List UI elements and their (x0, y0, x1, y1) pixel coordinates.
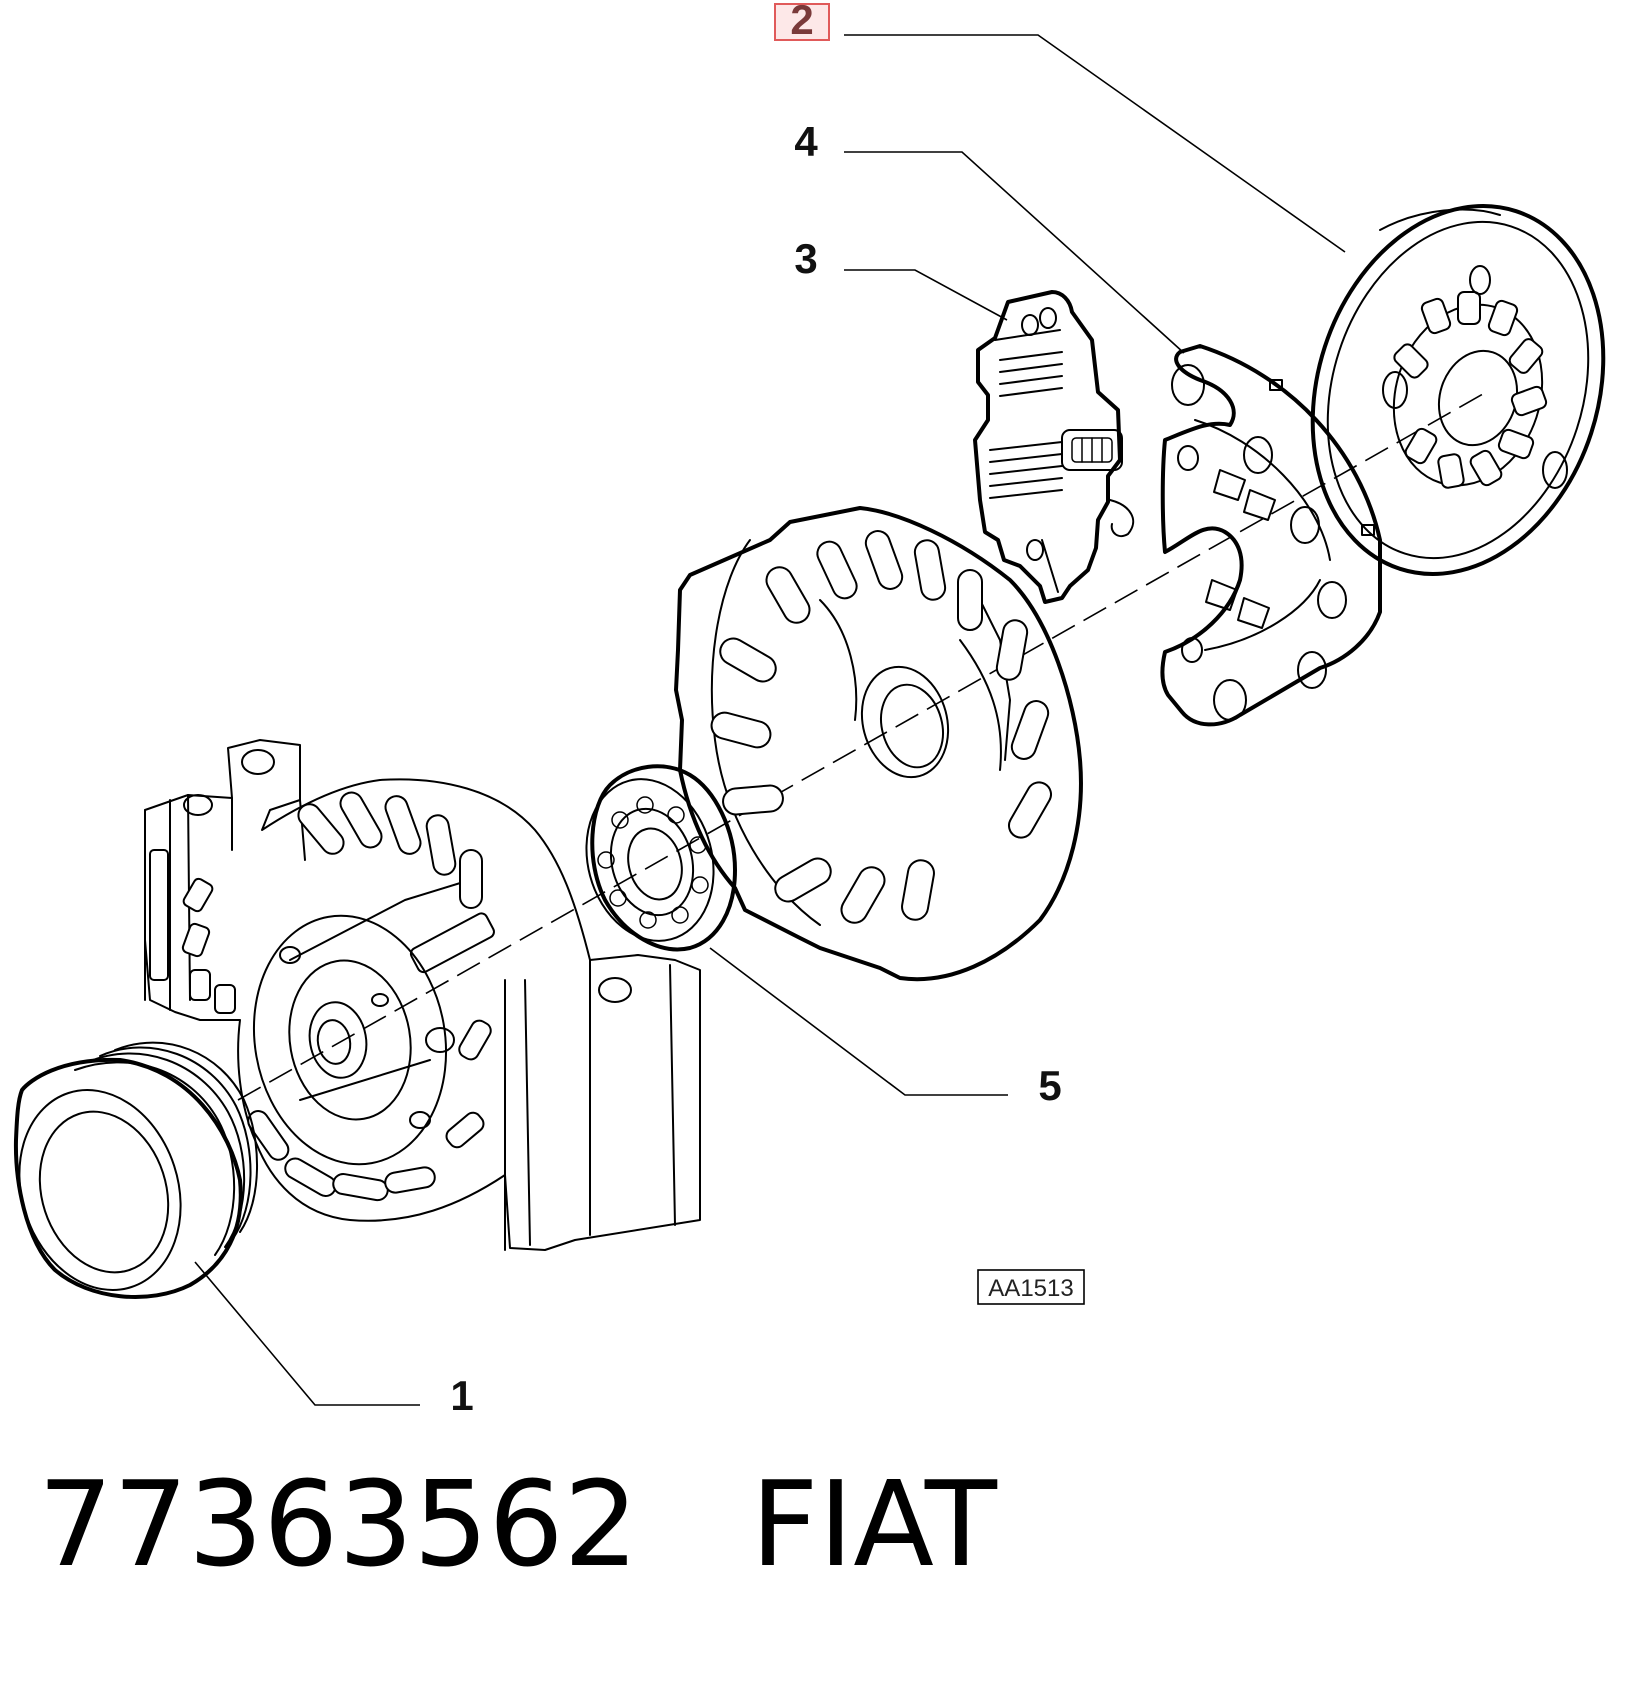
callout-2-highlight (774, 3, 830, 41)
part-2-rear-cover (1310, 204, 1606, 576)
callout-5[interactable]: 5 (1038, 1062, 1061, 1109)
part-1-pulley (13, 1041, 258, 1299)
part-4-rectifier (1160, 344, 1382, 727)
diagram-code-box: AA1513 (977, 1269, 1085, 1305)
callout-3[interactable]: 3 (794, 235, 817, 282)
brand-name: FIAT (750, 1455, 997, 1593)
callout-4[interactable]: 4 (794, 118, 818, 165)
callout-2[interactable]: 2 (790, 0, 813, 43)
assembly-axis (237, 389, 1491, 1101)
callout-1[interactable]: 1 (450, 1372, 473, 1419)
part-number: 77363562 (38, 1455, 639, 1593)
leader-lines (194, 34, 1346, 1406)
front-housing (144, 739, 701, 1251)
part-3-regulator (973, 290, 1135, 604)
diagram-code: AA1513 (988, 1275, 1073, 1302)
part-5-bearing (585, 764, 737, 952)
stator-housing (674, 506, 1083, 982)
